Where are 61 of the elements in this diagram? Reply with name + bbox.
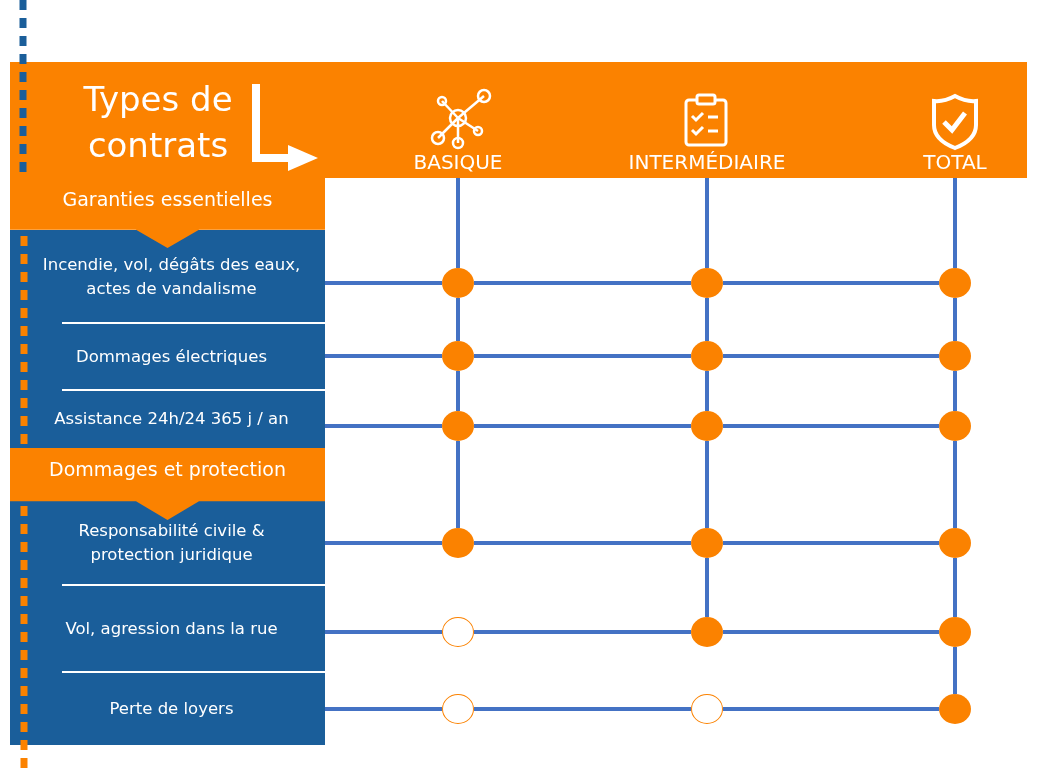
row-label: Responsabilité civile & protection juridique bbox=[10, 500, 325, 585]
connector-line bbox=[474, 424, 691, 428]
filled-dot bbox=[939, 617, 971, 647]
connector-line bbox=[474, 281, 691, 285]
connector-line bbox=[325, 707, 442, 711]
connector-line bbox=[474, 630, 691, 634]
connector-line bbox=[456, 441, 460, 528]
row-label: Assistance 24h/24 365 j / an bbox=[10, 390, 325, 448]
connector-line bbox=[474, 707, 691, 711]
filled-dot bbox=[442, 341, 474, 371]
row-label: Perte de loyers bbox=[10, 672, 325, 745]
connector-line bbox=[953, 558, 957, 617]
connector-line bbox=[456, 298, 460, 341]
connector-line bbox=[456, 178, 460, 268]
column-heading: TOTAL bbox=[905, 146, 1005, 178]
connector-line bbox=[705, 371, 709, 411]
connector-line bbox=[953, 647, 957, 694]
filled-dot bbox=[442, 528, 474, 558]
connector-line bbox=[474, 354, 691, 358]
connector-line bbox=[723, 424, 939, 428]
filled-dot bbox=[691, 528, 723, 558]
row-label: Dommages électriques bbox=[10, 323, 325, 390]
filled-dot bbox=[939, 694, 971, 724]
connector-line bbox=[325, 541, 442, 545]
connector-line bbox=[723, 630, 939, 634]
empty-dot bbox=[691, 694, 723, 724]
empty-dot bbox=[442, 694, 474, 724]
connector-line bbox=[953, 371, 957, 411]
filled-dot bbox=[939, 528, 971, 558]
connector-line bbox=[705, 558, 709, 617]
connector-line bbox=[723, 281, 939, 285]
connector-line bbox=[705, 178, 709, 268]
connector-line bbox=[953, 441, 957, 528]
filled-dot bbox=[939, 341, 971, 371]
filled-dot bbox=[939, 268, 971, 298]
connector-line bbox=[325, 354, 442, 358]
connector-line bbox=[705, 298, 709, 341]
filled-dot bbox=[691, 341, 723, 371]
filled-dot bbox=[442, 268, 474, 298]
empty-dot bbox=[442, 617, 474, 647]
column-heading: BASIQUE bbox=[395, 146, 521, 178]
row-label: Vol, agression dans la rue bbox=[10, 585, 325, 672]
connector-line bbox=[705, 441, 709, 528]
filled-dot bbox=[939, 411, 971, 441]
connector-line bbox=[456, 371, 460, 411]
connector-line bbox=[953, 178, 957, 268]
filled-dot bbox=[691, 617, 723, 647]
connector-line bbox=[474, 541, 691, 545]
filled-dot bbox=[442, 411, 474, 441]
connector-line bbox=[325, 630, 442, 634]
title: Types de contrats bbox=[82, 78, 234, 167]
connector-line bbox=[723, 707, 939, 711]
row-label: Incendie, vol, dégâts des eaux, actes de vandalisme bbox=[10, 230, 325, 323]
connector-line bbox=[953, 298, 957, 341]
connector-line bbox=[723, 541, 939, 545]
filled-dot bbox=[691, 411, 723, 441]
column-heading: INTERMÉDIAIRE bbox=[605, 146, 809, 178]
filled-dot bbox=[691, 268, 723, 298]
connector-line bbox=[325, 281, 442, 285]
connector-line bbox=[723, 354, 939, 358]
connector-line bbox=[325, 424, 442, 428]
